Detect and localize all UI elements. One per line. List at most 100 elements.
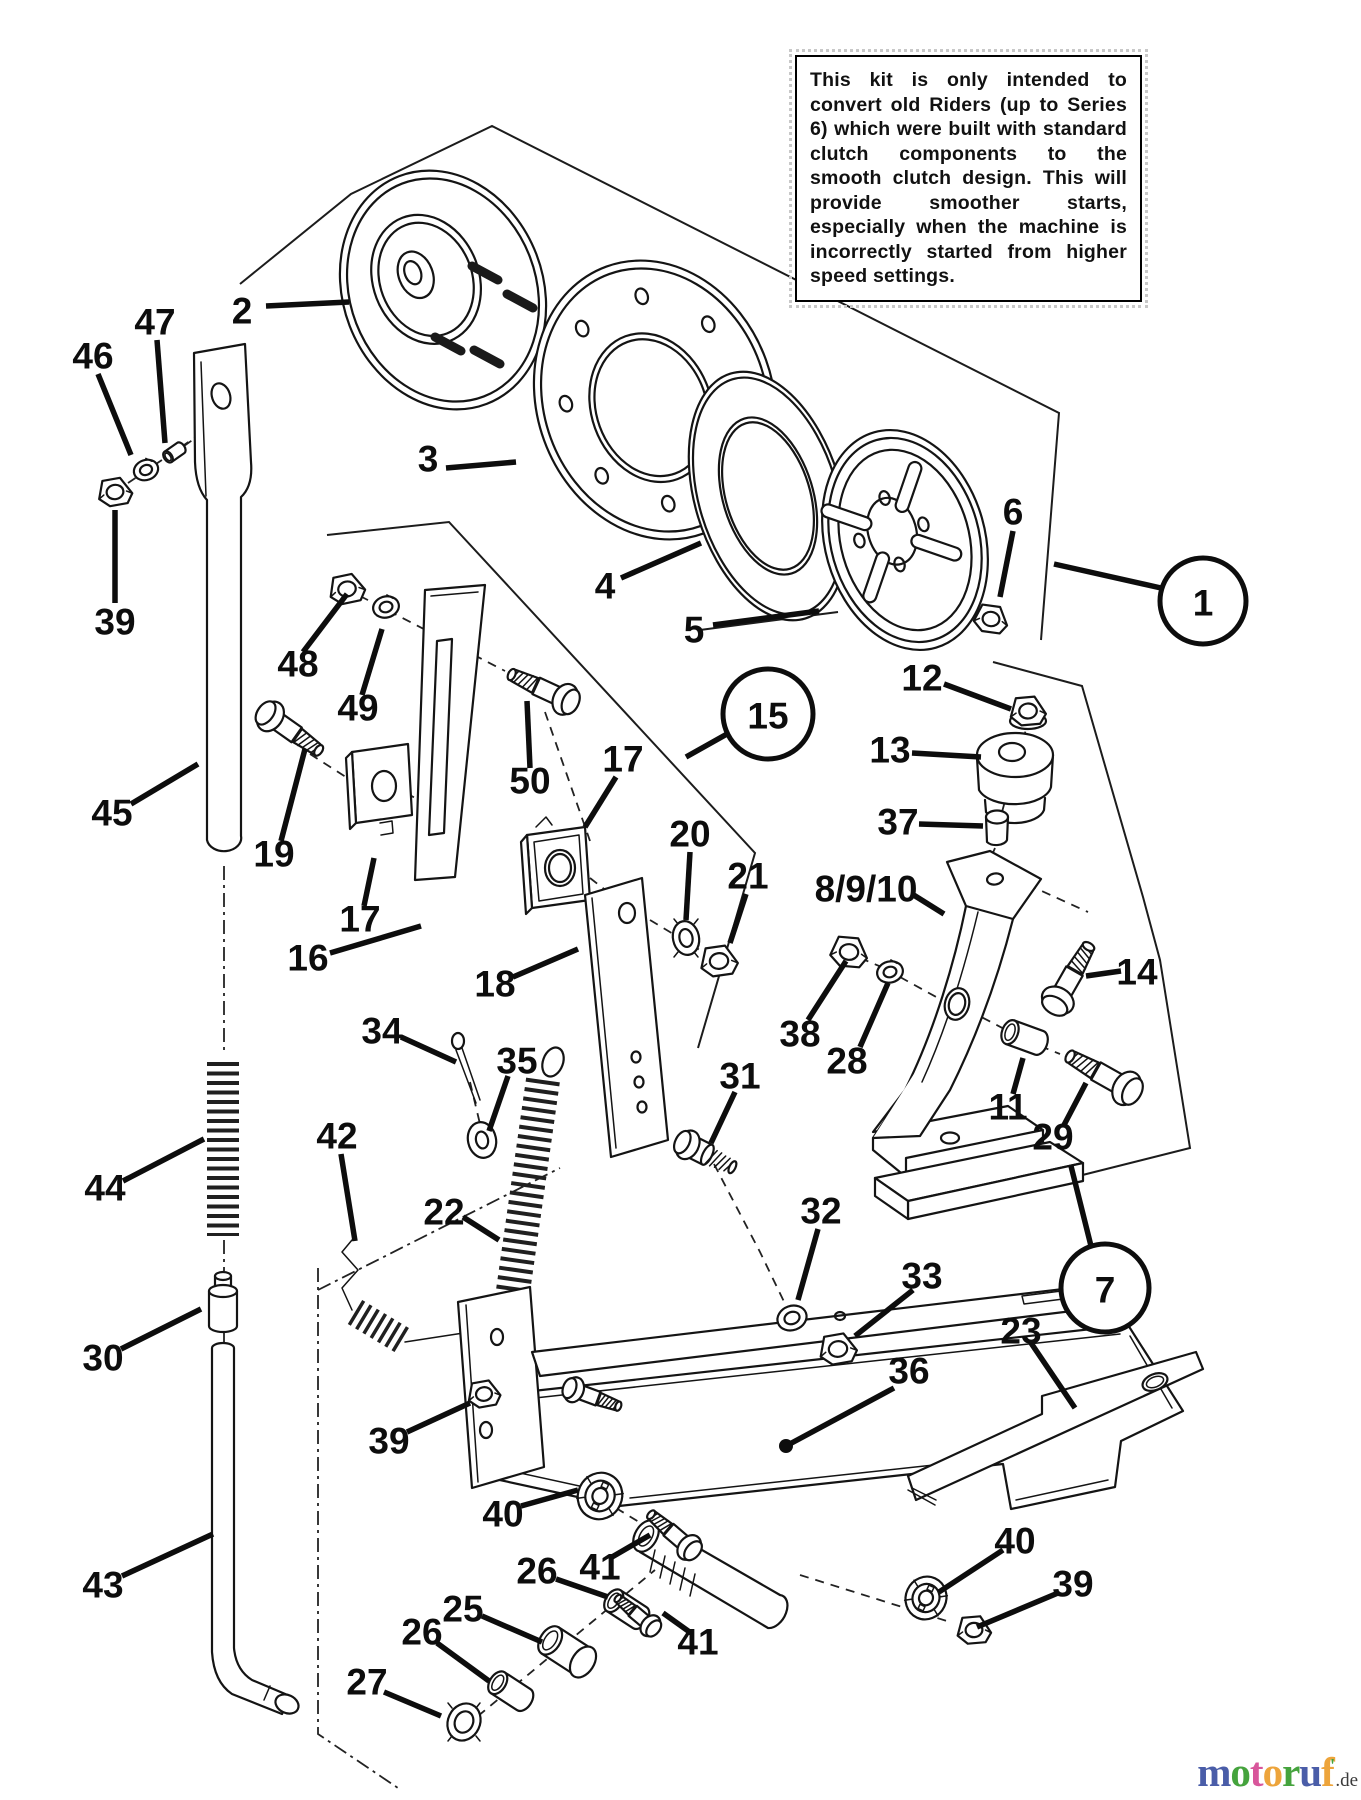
leader-line-33 <box>853 1287 915 1339</box>
circled-callout-ring-7 <box>1058 1241 1152 1335</box>
callout-37: 37 <box>877 802 918 843</box>
leader-line-40 <box>937 1547 1005 1595</box>
leader-line-46 <box>95 372 134 457</box>
leader-line-17 <box>361 857 377 907</box>
cotter-pin-34-drawing <box>452 1033 480 1103</box>
logo-letter: m <box>1197 1749 1231 1795</box>
leader-line-29 <box>1061 1081 1089 1127</box>
leader-line-3 <box>445 459 517 471</box>
callout-39: 39 <box>94 602 135 643</box>
logo-mark: ' <box>1329 1755 1336 1777</box>
leader-line-18 <box>511 946 580 980</box>
callout-45: 45 <box>91 793 132 834</box>
leader-line-11 <box>1010 1057 1026 1095</box>
leader-line-17 <box>582 775 619 829</box>
leader-line-12 <box>943 681 1012 712</box>
leader-line-49 <box>359 628 385 696</box>
washer-49-drawing <box>369 591 403 622</box>
anchor-bar-23-drawing <box>908 1352 1203 1505</box>
callout-17: 17 <box>339 899 380 940</box>
leader-line-14 <box>1085 968 1122 979</box>
callout-50: 50 <box>509 761 550 802</box>
trunnion-17-right-drawing <box>521 817 590 914</box>
callout-41: 41 <box>677 1622 718 1663</box>
callout-39: 39 <box>1052 1564 1093 1605</box>
leader-line-22 <box>461 1214 501 1243</box>
callout-23: 23 <box>1000 1311 1041 1352</box>
callout-39: 39 <box>368 1421 409 1462</box>
callout-19: 19 <box>253 834 294 875</box>
callout-40: 40 <box>482 1494 523 1535</box>
shoulder-bolt-31-drawing <box>668 1124 743 1184</box>
leader-line-48 <box>300 592 350 654</box>
callout-labels: 24746393456484950191717161820211213378/9… <box>72 291 1249 1703</box>
leader-line-6 <box>997 530 1016 598</box>
logo-letter: r <box>1282 1749 1300 1795</box>
torsion-spring-42-drawing <box>342 1240 478 1355</box>
bolt-19-drawing <box>248 694 332 767</box>
panel-outlines <box>239 124 1192 1211</box>
washer-35-drawing <box>465 1119 500 1160</box>
callout-25: 25 <box>442 1589 483 1630</box>
callout-8/9/10: 8/9/10 <box>815 869 918 910</box>
nut-38-drawing <box>828 934 870 970</box>
callout-17: 17 <box>602 739 643 780</box>
clutch-bracket-8-9-10-drawing <box>873 851 1083 1219</box>
leader-line-50 <box>524 700 533 769</box>
motoruf-logo[interactable]: motoruf'.de <box>1168 1748 1358 1796</box>
washer-47-drawing <box>129 454 163 485</box>
callout-26: 26 <box>516 1551 557 1592</box>
leader-line-42 <box>338 1153 358 1242</box>
rubber-mount-13-drawing <box>977 733 1053 823</box>
nut-21-drawing <box>697 942 741 980</box>
nut-48-drawing <box>325 570 369 608</box>
circled-callout-ring-1 <box>1157 555 1249 647</box>
circled-callout-15: 15 <box>747 696 788 737</box>
leader-line-28 <box>857 981 891 1049</box>
callout-34: 34 <box>361 1011 403 1052</box>
friction-ring-4-drawing <box>661 352 875 640</box>
clutch-disc-3-drawing <box>496 226 815 574</box>
leader-line-19 <box>278 748 308 842</box>
lever-45-drawing <box>194 344 251 851</box>
leader-line-45 <box>129 761 200 807</box>
leader-line-43 <box>120 1531 215 1579</box>
leader-line-44 <box>121 1136 206 1184</box>
trunnion-17-left-drawing <box>346 744 412 835</box>
callout-38: 38 <box>779 1014 820 1055</box>
leader-line-26 <box>435 1640 491 1684</box>
leader-line-40 <box>520 1487 579 1509</box>
callout-18: 18 <box>474 964 515 1005</box>
conversion-note-box: This kit is only intended to convert old… <box>789 49 1148 308</box>
callout-12: 12 <box>901 658 942 699</box>
callout-26: 26 <box>401 1612 442 1653</box>
leader-line-23 <box>1028 1341 1078 1410</box>
washer-20-drawing <box>670 919 703 958</box>
bolt-50-drawing <box>500 657 586 721</box>
bearing-40-right-drawing <box>897 1568 955 1628</box>
leader-line-2 <box>265 299 350 309</box>
callout-20: 20 <box>669 814 710 855</box>
logo-letter: u <box>1299 1749 1322 1795</box>
leader-line-32 <box>795 1228 821 1301</box>
leader-line-39 <box>405 1400 472 1435</box>
spacer-46-drawing <box>160 440 189 465</box>
callout-49: 49 <box>337 688 378 729</box>
callout-5: 5 <box>684 610 705 651</box>
callout-30: 30 <box>82 1338 123 1379</box>
clutch-rod-43-drawing <box>212 1343 302 1717</box>
leader-line-30 <box>119 1306 203 1352</box>
logo-letter: o <box>1262 1749 1283 1795</box>
leader-line-41 <box>661 1610 693 1636</box>
leader-line-4 <box>619 540 703 581</box>
callout-43: 43 <box>82 1565 123 1606</box>
callout-42: 42 <box>316 1116 357 1157</box>
spoked-pulley-5-drawing <box>797 410 1013 669</box>
logo-letter: t <box>1249 1749 1264 1795</box>
leader-line-25 <box>480 1613 544 1645</box>
callout-35: 35 <box>496 1041 537 1082</box>
conversion-note-text: This kit is only intended to convert old… <box>810 69 1127 287</box>
logo-letter: f <box>1321 1749 1335 1795</box>
leader-line-circled-1 <box>1053 561 1162 591</box>
